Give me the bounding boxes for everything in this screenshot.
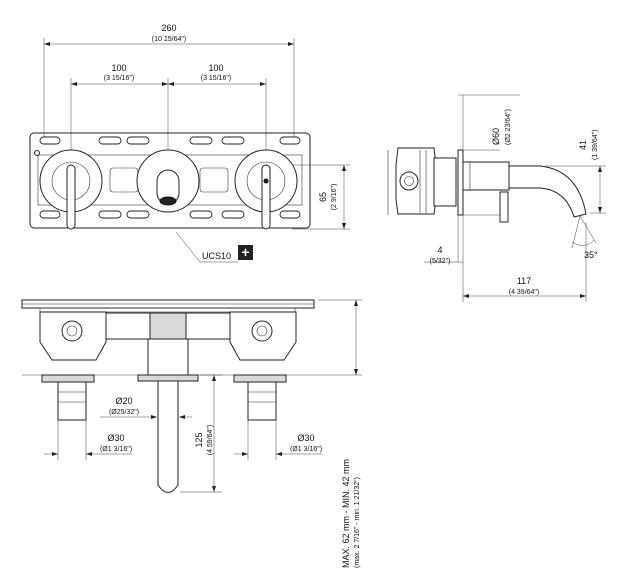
accessory-symbol: + (241, 244, 249, 260)
right-valve-stem (233, 374, 287, 421)
right-valve-diameter-value: Ø30 (297, 433, 314, 443)
spout-diameter-imperial: (Ø25/32") (109, 409, 139, 416)
front-view: 260 (10 15/64") 100 (3 15/16") 100 (3 15… (29, 23, 350, 263)
mounting-plate (29, 132, 311, 229)
center-spout (137, 338, 199, 493)
plate-height-value: 65 (318, 192, 328, 202)
spout-diameter-value: Ø20 (115, 396, 132, 406)
accessory-callout: UCS10 + (175, 231, 253, 263)
right-handle (234, 149, 298, 230)
left-valve-body (39, 311, 107, 361)
side-rosette (457, 149, 510, 223)
section-center-block (149, 312, 187, 340)
side-view: Ø60 (Ø2 23/64") 41 (1 39/64") 4 (5/32") (387, 94, 606, 302)
overall-width-value: 260 (161, 23, 176, 33)
spout-drop-dimension: 125 (4 59/64") (180, 374, 222, 493)
spout-angle: 35° (571, 215, 598, 260)
spout-drop-value: 125 (194, 432, 204, 447)
left-valve-diameter-dimension: Ø30 (Ø1 3/16") (44, 420, 132, 460)
overall-width-dimension: 260 (10 15/64") (43, 23, 295, 140)
rosette-diameter-value: Ø60 (491, 128, 501, 145)
right-valve-diameter-dimension: Ø30 (Ø1 3/16") (234, 420, 322, 460)
side-spout (508, 165, 587, 218)
rosette-diameter-imperial: (Ø2 23/64") (505, 109, 512, 145)
left-valve-diameter-imperial: (Ø1 3/16") (100, 446, 132, 453)
spout-length-value: 117 (517, 276, 531, 286)
plate-slots-top (39, 136, 301, 145)
side-body (387, 147, 457, 215)
spout-diameter-dimension: Ø20 (Ø25/32") (100, 396, 192, 419)
plus-icon (238, 245, 253, 260)
right-valve-body (229, 311, 297, 361)
spout-height-dimension: 41 (1 39/64") (545, 129, 606, 214)
plate-height-dimension: 65 (2 9/16") (292, 164, 350, 230)
plate-slots-bottom (39, 210, 301, 219)
left-valve-diameter-value: Ø30 (107, 433, 124, 443)
spacing-right-value: 100 (208, 63, 223, 73)
spacing-left-imperial: (3 15/16") (104, 75, 135, 82)
wall-gap-dimension: 4 (5/32") (424, 215, 464, 265)
spout-height-value: 41 (578, 140, 588, 150)
wall-gap-imperial: (5/32") (430, 258, 451, 265)
wall-depth-value: MAX. 62 mm - MIN. 42 mm (341, 459, 351, 568)
spout-height-imperial: (1 39/64") (592, 129, 599, 160)
spacing-left-value: 100 (111, 63, 126, 73)
wall-depth-dimension: MAX. 62 mm - MIN. 42 mm (max. 2 7/16" - … (318, 299, 362, 568)
section-plate (21, 299, 315, 313)
spout-drop-imperial: (4 59/64") (207, 425, 214, 456)
section-view: Ø20 (Ø25/32") 125 (4 59/64") Ø30 (Ø1 3/1… (21, 299, 362, 568)
spout-length-dimension: 117 (4 39/64") (462, 222, 587, 302)
right-valve-diameter-imperial: (Ø1 3/16") (290, 446, 322, 453)
wall-gap-value: 4 (437, 245, 442, 255)
spacing-right-imperial: (3 15/16") (201, 75, 232, 82)
wall-depth-imperial: (max. 2 7/16" - min. 1 21/32") (354, 477, 361, 568)
left-valve-stem (41, 374, 95, 421)
spacing-dimensions: 100 (3 15/16") 100 (3 15/16") (70, 63, 267, 150)
left-handle (39, 149, 103, 230)
spout-length-imperial: (4 39/64") (509, 289, 540, 296)
center-rosette (136, 149, 200, 213)
spout-angle-value: 35° (584, 250, 598, 260)
overall-width-imperial: (10 15/64") (152, 36, 186, 43)
accessory-label: UCS10 (202, 251, 231, 261)
rosette-diameter-dimension: Ø60 (Ø2 23/64") (458, 94, 520, 216)
plate-height-imperial: (2 9/16") (331, 184, 338, 211)
